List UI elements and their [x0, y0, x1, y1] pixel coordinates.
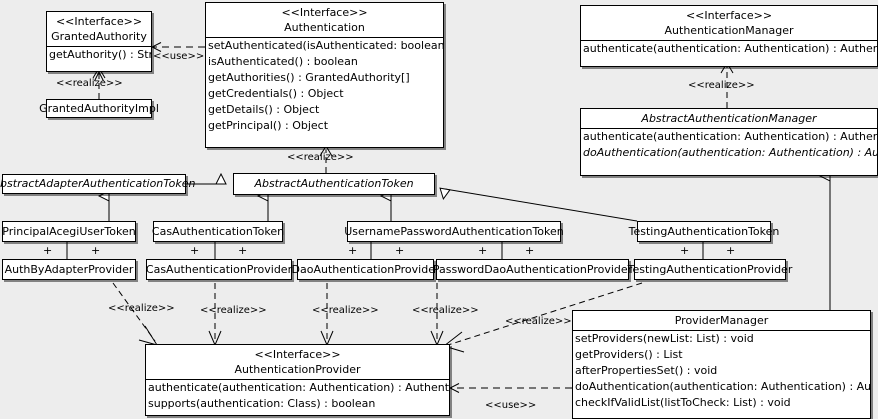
class-name: AuthByAdapterProvider — [4, 262, 134, 276]
class-name: AbstractAdapterAuthenticationToken — [0, 177, 196, 191]
class-password-dao-authentication-provider[interactable]: PasswordDaoAuthenticationProvider — [432, 259, 633, 280]
edge-label-realize-daoprovider: <<realize>> — [312, 305, 379, 316]
class-name: AuthenticationProvider — [234, 363, 361, 376]
class-name: PrincipalAcegiUserToken — [2, 224, 136, 238]
stereotype-interface: <<Interface>> — [254, 348, 341, 361]
member-getauthorities: getAuthorities() : GrantedAuthority[] — [208, 71, 410, 84]
assoc-plus-principal-right: + — [91, 244, 101, 257]
edge-testingauthenticationtoken-extends-abstracttoken — [445, 189, 638, 222]
class-authentication-manager[interactable]: <<Interface>> AuthenticationManager auth… — [580, 5, 878, 67]
edge-label-use-providermanager: <<use>> — [485, 400, 537, 411]
edge-label-realize-authbyadapterprovider: <<realize>> — [108, 303, 175, 314]
class-dao-authentication-provider[interactable]: DaoAuthenticationProvider — [292, 259, 440, 280]
member-setproviders: setProviders(newList: List) : void — [575, 332, 754, 345]
edge-label-realize-abstractauthenticationtoken: <<realize>> — [287, 152, 354, 163]
class-username-password-authentication-token[interactable]: UsernamePasswordAuthenticationToken — [344, 221, 564, 242]
class-provider-manager[interactable]: ProviderManager setProviders(newList: Li… — [572, 310, 871, 419]
member-authenticate: authenticate(authentication: Authenticat… — [583, 42, 877, 55]
assoc-plus-cas-right: + — [238, 244, 248, 257]
stereotype-interface: <<Interface>> — [55, 15, 143, 28]
class-auth-by-adapter-provider[interactable]: AuthByAdapterProvider — [2, 259, 136, 280]
member-authenticate: authenticate(authentication: Authenticat… — [148, 381, 449, 394]
class-name: AbstractAuthenticationToken — [254, 177, 414, 191]
member-getproviders: getProviders() : List — [575, 348, 683, 361]
class-provider-manager-members: setProviders(newList: List) : void getPr… — [573, 330, 870, 411]
class-authentication-manager-members: authenticate(authentication: Authenticat… — [581, 40, 877, 57]
class-name: AuthenticationManager — [664, 24, 794, 37]
assoc-plus-cas-left: + — [190, 244, 200, 257]
edge-label-realize-passworddaoprovider: <<realize>> — [412, 305, 479, 316]
class-authentication-manager-header: <<Interface>> AuthenticationManager — [581, 6, 877, 40]
class-provider-manager-header: ProviderManager — [573, 311, 870, 330]
class-name: DaoAuthenticationProvider — [291, 262, 440, 276]
class-name: ProviderManager — [674, 314, 769, 327]
class-granted-authority-impl[interactable]: GrantedAuthorityImpl — [39, 99, 159, 118]
class-abstract-adapter-authentication-token[interactable]: AbstractAdapterAuthenticationToken — [0, 174, 195, 194]
class-name: UsernamePasswordAuthenticationToken — [344, 224, 564, 238]
class-name: TestingAuthenticationProvider — [627, 262, 793, 276]
class-cas-authentication-provider[interactable]: CasAuthenticationProvider — [146, 259, 292, 280]
edge-authbyadapterprovider-realizes-authenticationprovider — [112, 282, 159, 346]
class-name: GrantedAuthorityImpl — [39, 101, 159, 115]
class-granted-authority[interactable]: <<Interface>> GrantedAuthority getAuthor… — [46, 11, 152, 72]
assoc-plus-upat-3: + — [478, 244, 488, 257]
edge-label-realize-abstractauthenticationmanager: <<realize>> — [688, 80, 755, 91]
class-name: TestingAuthenticationToken — [628, 224, 780, 238]
member-isauthenticated: isAuthenticated() : boolean — [208, 55, 358, 68]
class-name: CasAuthenticationToken — [151, 224, 285, 238]
stereotype-interface: <<Interface>> — [281, 6, 368, 19]
class-principal-acegi-user-token[interactable]: PrincipalAcegiUserToken — [2, 221, 136, 242]
class-authentication-provider[interactable]: <<Interface>> AuthenticationProvider aut… — [145, 344, 450, 416]
class-name: Authentication — [284, 21, 365, 34]
member-getcredentials: getCredentials() : Object — [208, 87, 344, 100]
class-abstract-authentication-manager-header: AbstractAuthenticationManager — [581, 109, 877, 128]
class-name: GrantedAuthority — [51, 30, 147, 43]
class-name: AbstractAuthenticationManager — [641, 112, 817, 125]
class-testing-authentication-provider[interactable]: TestingAuthenticationProvider — [628, 259, 792, 280]
class-cas-authentication-token[interactable]: CasAuthenticationToken — [151, 221, 285, 242]
member-afterpropertiesset: afterPropertiesSet() : void — [575, 364, 718, 377]
class-testing-authentication-token[interactable]: TestingAuthenticationToken — [629, 221, 779, 242]
stereotype-interface: <<Interface>> — [685, 9, 773, 22]
class-authentication-provider-members: authenticate(authentication: Authenticat… — [146, 379, 449, 412]
edge-label-realize-casprovider: <<realize>> — [200, 305, 267, 316]
member-authenticate: authenticate(authentication: Authenticat… — [583, 130, 877, 143]
class-name: CasAuthenticationProvider — [145, 262, 293, 276]
assoc-plus-principal-left: + — [43, 244, 53, 257]
class-granted-authority-members: getAuthority() : String — [47, 46, 151, 63]
member-doauthentication: doAuthentication(authentication: Authent… — [583, 146, 877, 159]
class-authentication-members: setAuthenticated(isAuthenticated: boolea… — [206, 37, 443, 134]
edge-label-use-grantedauthority: <<use>> — [153, 51, 205, 62]
assoc-plus-upat-1: + — [348, 244, 358, 257]
class-authentication-provider-header: <<Interface>> AuthenticationProvider — [146, 345, 449, 379]
member-doauthentication: doAuthentication(authentication: Authent… — [575, 380, 870, 393]
member-checkifvalidlist: checkIfValidList(listToCheck: List) : vo… — [575, 396, 791, 409]
class-abstract-authentication-manager-members: authenticate(authentication: Authenticat… — [581, 128, 877, 161]
member-getauthority: getAuthority() : String — [49, 48, 151, 61]
assoc-plus-upat-2: + — [395, 244, 405, 257]
member-getdetails: getDetails() : Object — [208, 103, 320, 116]
class-abstract-authentication-manager[interactable]: AbstractAuthenticationManager authentica… — [580, 108, 878, 176]
class-authentication-header: <<Interface>> Authentication — [206, 3, 443, 37]
assoc-plus-upat-4: + — [525, 244, 535, 257]
member-getprincipal: getPrincipal() : Object — [208, 119, 329, 132]
class-name: PasswordDaoAuthenticationProvider — [432, 262, 633, 276]
assoc-plus-testing-left: + — [680, 244, 690, 257]
class-abstract-authentication-token[interactable]: AbstractAuthenticationToken — [233, 173, 435, 195]
class-authentication[interactable]: <<Interface>> Authentication setAuthenti… — [205, 2, 444, 148]
assoc-plus-testing-right: + — [726, 244, 736, 257]
member-setauthenticated: setAuthenticated(isAuthenticated: boolea… — [208, 39, 443, 52]
edge-label-realize-grantedauthorityimpl: <<realize>> — [56, 78, 123, 89]
edge-label-realize-testingprovider: <<realize>> — [505, 316, 572, 327]
class-granted-authority-header: <<Interface>> GrantedAuthority — [47, 12, 151, 46]
member-supports: supports(authentication: Class) : boolea… — [148, 397, 376, 410]
